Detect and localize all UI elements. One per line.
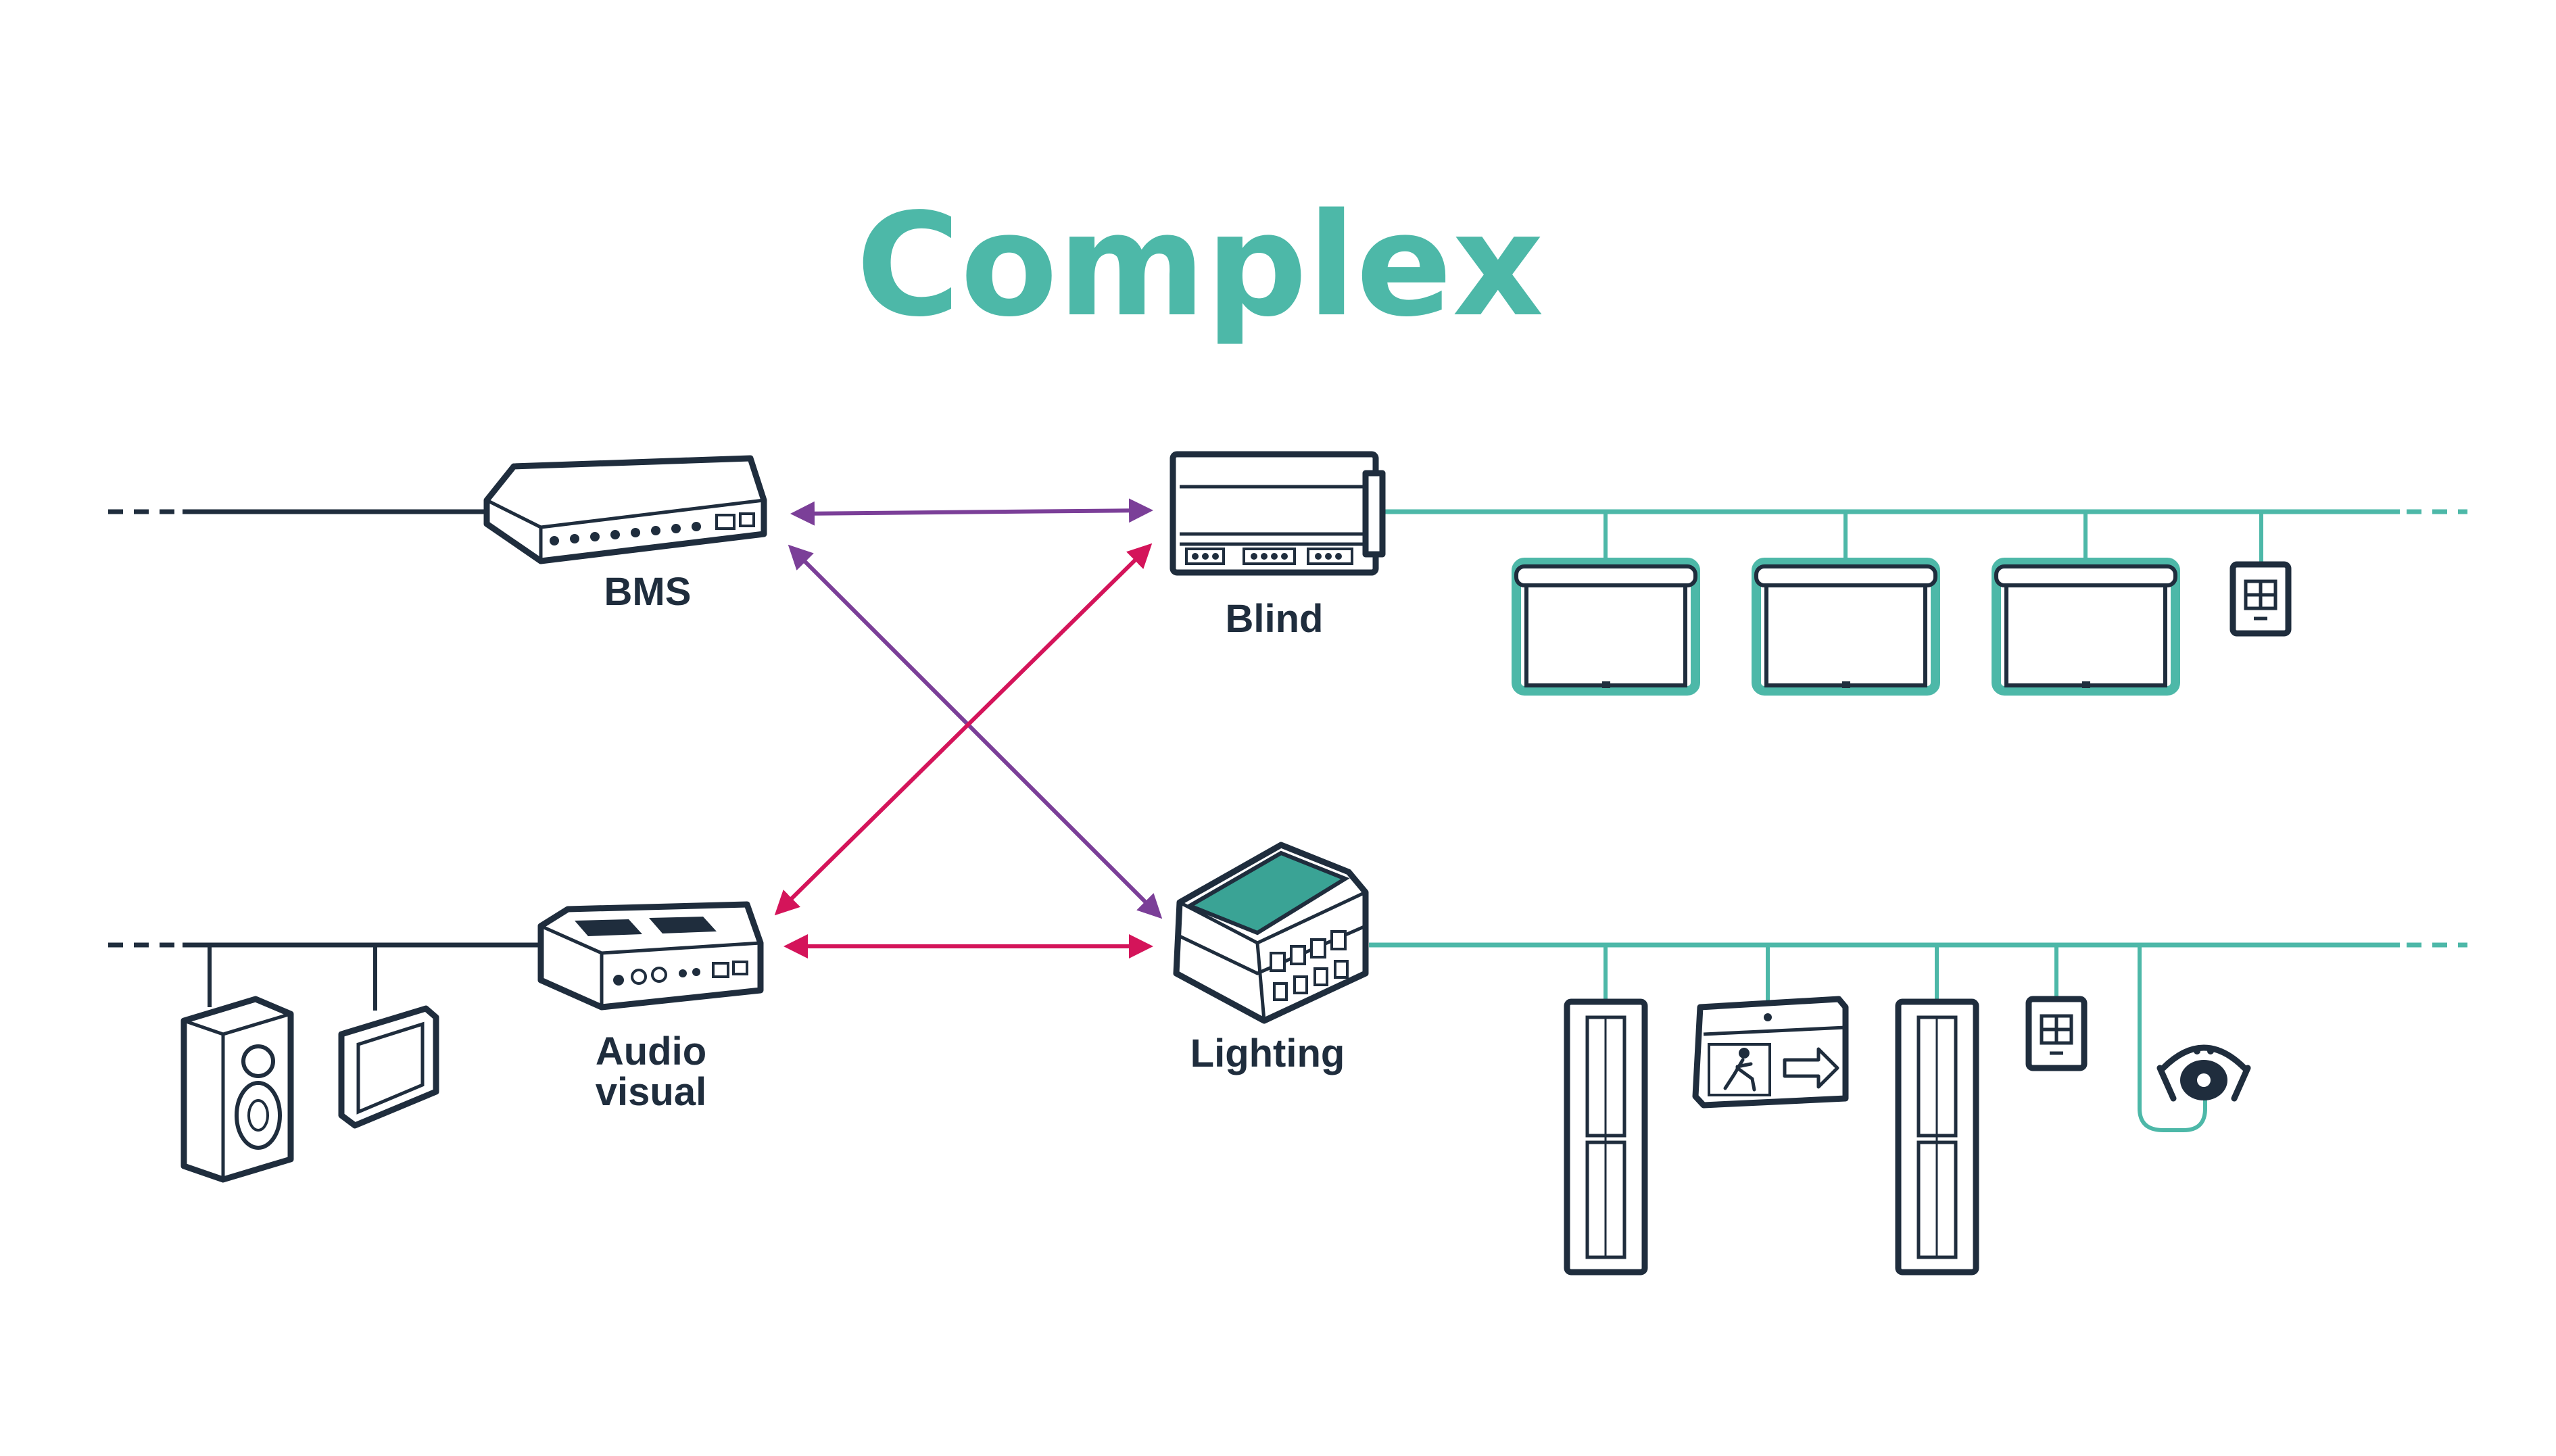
speaker-icon	[180, 996, 294, 1183]
din-rail-module-icon	[1170, 451, 1386, 576]
luminaire-1	[1564, 998, 1648, 1276]
speaker	[180, 996, 294, 1183]
lighting-controller: Lighting	[1173, 842, 1369, 1075]
roller-blind-icon	[1752, 558, 1940, 696]
roller-blind-3	[1992, 558, 2180, 696]
roller-blind-icon	[1992, 558, 2180, 696]
bms-blind-link	[790, 498, 1153, 526]
touch-panel	[338, 1005, 439, 1129]
touch-panel-icon	[338, 1005, 439, 1129]
presence-sensor-icon	[2156, 1044, 2251, 1102]
av-label-line1: Audio	[596, 1029, 706, 1073]
blind-controller: Blind	[1170, 451, 1386, 641]
av-bus	[108, 942, 548, 1011]
lighting-wall-switch	[2025, 996, 2088, 1071]
network-controller-icon	[483, 455, 767, 564]
linear-luminaire-icon	[1564, 998, 1648, 1276]
roller-blind-icon	[1512, 558, 1700, 696]
wall-switch-icon	[2229, 561, 2292, 637]
roller-blind-2	[1752, 558, 1940, 696]
av-receiver-icon	[537, 901, 764, 1011]
bms-lighting-link	[788, 544, 1163, 919]
roller-blind-1	[1512, 558, 1700, 696]
linear-luminaire-icon	[1895, 998, 1979, 1276]
wall-switch-icon	[2025, 996, 2088, 1071]
blind-label: Blind	[1226, 597, 1324, 641]
av-device: Audio visual	[537, 901, 764, 1114]
blind-wall-switch	[2229, 561, 2292, 637]
exit-sign	[1692, 996, 1849, 1109]
lighting-label: Lighting	[1190, 1032, 1345, 1075]
bms-label: BMS	[604, 570, 692, 614]
lighting-bus	[1369, 942, 2467, 1132]
emergency-exit-sign-icon	[1692, 996, 1849, 1109]
presence-sensor	[2156, 1044, 2251, 1102]
blind-bus	[1382, 509, 2467, 564]
bms-device: BMS	[483, 455, 767, 614]
lighting-controller-icon	[1173, 842, 1369, 1024]
page-title: Complex	[856, 183, 1543, 348]
av-blind-link	[774, 543, 1153, 916]
av-label-line2: visual	[596, 1070, 706, 1114]
luminaire-2	[1895, 998, 1979, 1276]
